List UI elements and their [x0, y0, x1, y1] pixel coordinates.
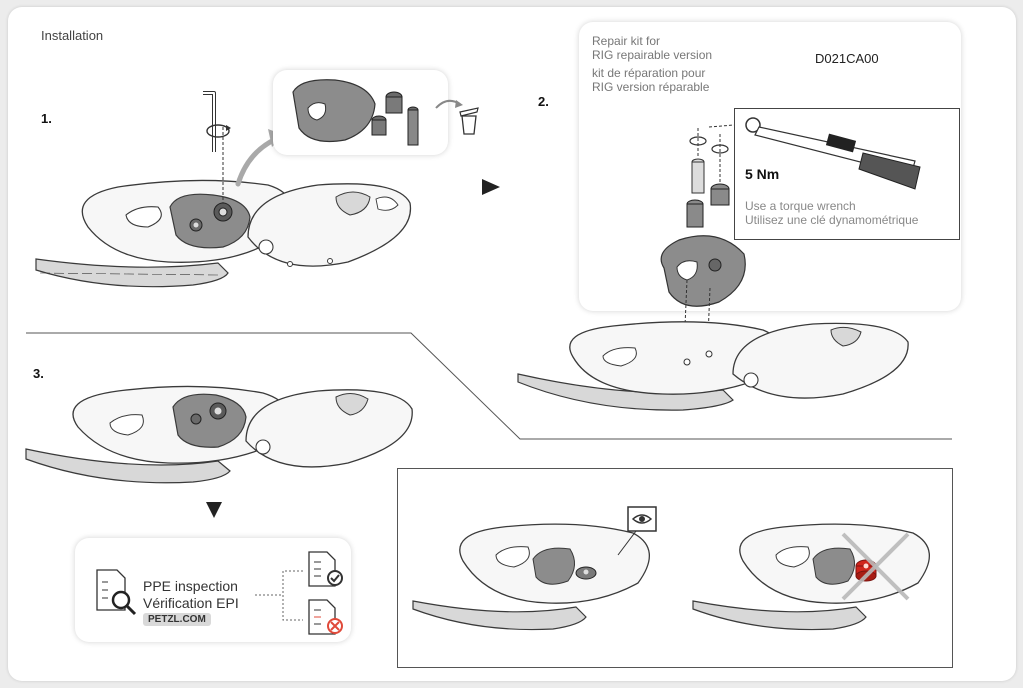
section-divider: [26, 332, 952, 440]
instruction-sheet: Installation 1. 2. 3.: [8, 7, 1016, 681]
ppe-inspection-label-fr: Vérification EPI: [143, 595, 239, 611]
repair-kit-line-2: RIG repairable version: [592, 48, 713, 62]
step2-device-illustration: [517, 321, 909, 411]
torque-wrench-icon: [745, 117, 921, 190]
page-title: Installation: [41, 28, 104, 43]
cross-icon: [841, 532, 910, 601]
step-2-label: 2.: [538, 94, 549, 109]
inspection-comparison-panel: [397, 468, 953, 668]
petzl-website-badge[interactable]: PETZL.COM: [143, 613, 211, 626]
hex-key-icon: [203, 91, 216, 152]
torque-instruction-fr: Utilisez une clé dynamométrique: [745, 213, 919, 227]
repair-kit-line-4: RIG version réparable: [592, 80, 710, 94]
step-3-label: 3.: [33, 366, 44, 381]
device-ok-illustration: [412, 523, 651, 631]
checklist-fail-icon: [308, 599, 343, 635]
play-arrow-icon: [482, 179, 500, 195]
step-1-label: 1.: [41, 111, 52, 126]
repair-kit-card: Repair kit for RIG repairable version ki…: [579, 22, 961, 373]
checklist-pass-icon: [308, 551, 343, 587]
ppe-inspection-label-en: PPE inspection: [143, 578, 238, 594]
device-fail-illustration: [692, 523, 931, 631]
torque-instruction-en: Use a torque wrench: [745, 199, 856, 213]
trash-bin-icon: [435, 99, 479, 135]
torque-wrench-panel: 5 Nm Use a torque wrench Utilisez une cl…: [734, 108, 960, 240]
rotation-icon: [206, 124, 231, 138]
repair-kit-line-3: kit de réparation pour: [592, 66, 706, 80]
step3-device-illustration: [25, 385, 413, 484]
exploded-parts-card: [273, 70, 448, 155]
magnifier-checklist-icon: [96, 569, 137, 616]
ppe-inspection-card: PPE inspection Vérification EPI PETZL.CO…: [75, 538, 351, 642]
ppe-bracket-lines: [255, 570, 303, 621]
repair-kit-line-1: Repair kit for: [592, 34, 661, 48]
down-arrow-icon: [206, 502, 222, 518]
repair-kit-parts-illustration: [660, 124, 746, 373]
removed-parts-illustration: [292, 79, 419, 146]
eye-inspection-icon: [617, 506, 657, 556]
step1-device-illustration: [35, 127, 412, 288]
kit-reference-code: D021CA00: [815, 51, 879, 66]
torque-value: 5 Nm: [745, 166, 780, 182]
